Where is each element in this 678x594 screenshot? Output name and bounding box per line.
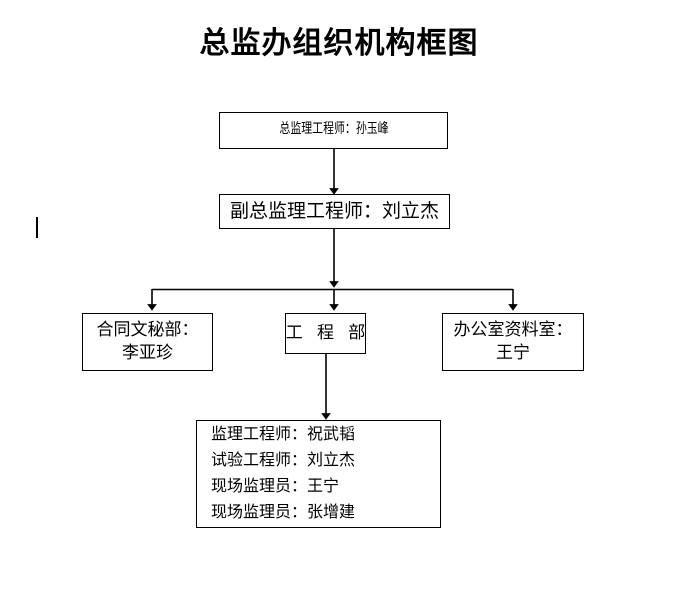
node-line: 总监理工程师：孙玉峰 [278,122,389,138]
node-line: 现场监理员：王宁 [211,478,340,495]
node-line: 现场监理员：张增建 [211,503,356,521]
node-line: 王宁 [496,343,530,362]
node-line: 办公室资料室： [453,320,573,340]
text-caret-marker [36,217,38,238]
node-office-archives-room[interactable]: 办公室资料室： 王宁 [442,313,584,371]
node-line: 副总监理工程师：刘立杰 [229,200,439,222]
node-line: 李亚珍 [122,343,173,362]
node-line: 试验工程师：刘立杰 [211,452,356,470]
node-contract-secretariat-department[interactable]: 合同文秘部： 李亚珍 [82,313,213,371]
node-deputy-chief-supervising-engineer[interactable]: 副总监理工程师：刘立杰 [219,194,450,229]
page-title: 总监办组织机构框图 [199,27,479,60]
node-chief-supervising-engineer[interactable]: 总监理工程师：孙玉峰 [219,112,448,149]
node-line: 工 程 部 [285,323,371,343]
node-engineering-department[interactable]: 工 程 部 [285,313,366,354]
node-line: 合同文秘部： [96,320,199,340]
node-line: 监理工程师：祝武韬 [211,426,356,444]
node-supervision-staff-list[interactable]: 监理工程师：祝武韬 试验工程师：刘立杰 现场监理员：王宁 现场监理员：张增建 [196,420,441,528]
